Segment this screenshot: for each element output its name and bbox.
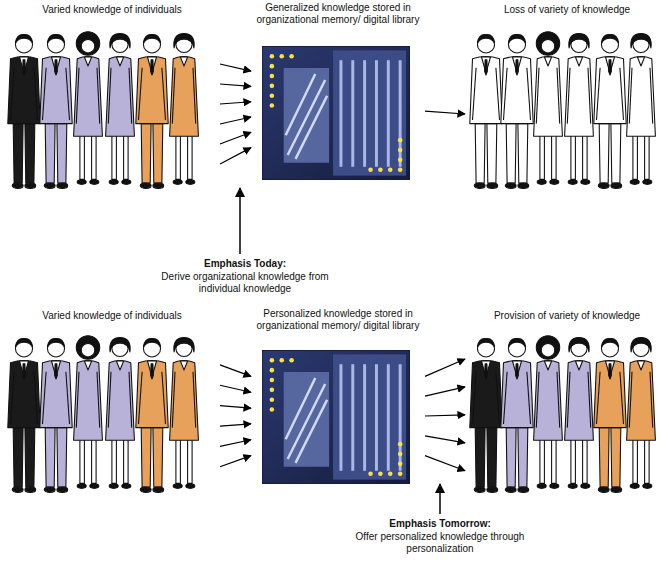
people-group: Provision of variety of knowledge bbox=[465, 310, 669, 506]
person-figure bbox=[534, 336, 563, 489]
person-figure bbox=[40, 338, 72, 492]
node-heading: Provision of variety of knowledge bbox=[465, 310, 669, 322]
person-figure bbox=[627, 34, 656, 185]
flow-arrow bbox=[220, 148, 251, 164]
person-figure bbox=[170, 34, 199, 185]
person-figure bbox=[170, 338, 199, 489]
people-figures bbox=[8, 32, 199, 189]
person-figure bbox=[501, 34, 533, 188]
person-figure bbox=[594, 338, 626, 492]
person-figure bbox=[74, 336, 103, 489]
emphasis-text: Derive organizational knowledge from ind… bbox=[140, 271, 350, 295]
callout-label: Derive organizational knowledge from ind… bbox=[140, 271, 350, 295]
flow-arrow bbox=[425, 359, 465, 376]
flow-arrow bbox=[220, 117, 251, 124]
person-figure bbox=[8, 34, 40, 188]
leader-arrow bbox=[439, 484, 441, 514]
person-figure bbox=[8, 338, 40, 492]
flow-arrow bbox=[220, 132, 251, 144]
flow-arrow bbox=[220, 365, 251, 377]
flow-arrow bbox=[220, 102, 251, 104]
library-image bbox=[262, 350, 410, 483]
emphasis-heading: Emphasis Today: bbox=[140, 258, 350, 270]
node-heading: Varied knowledge of individuals bbox=[4, 310, 220, 322]
flow-arrow bbox=[425, 436, 465, 443]
library-image bbox=[262, 46, 410, 179]
node-heading: Varied knowledge of individuals bbox=[4, 4, 220, 16]
node-heading: Generalized knowledge stored in organiza… bbox=[251, 2, 425, 26]
flow-arrow bbox=[220, 424, 251, 426]
flow-arrow bbox=[425, 111, 465, 114]
flow-arrow bbox=[220, 406, 251, 408]
people-group: Loss of variety of knowledge bbox=[465, 4, 669, 204]
callout-label: Offer personalized knowledge through per… bbox=[335, 531, 545, 555]
flow-arrow bbox=[220, 456, 251, 467]
flow-arrow bbox=[425, 456, 465, 471]
person-figure bbox=[470, 338, 502, 492]
person-figure bbox=[106, 34, 135, 185]
flow-arrow bbox=[220, 385, 251, 392]
callout-label: Emphasis Tomorrow: bbox=[335, 518, 545, 530]
people-group: Varied knowledge of individuals bbox=[4, 4, 220, 204]
person-figure bbox=[470, 34, 502, 188]
person-figure bbox=[501, 338, 533, 492]
person-figure bbox=[627, 338, 656, 489]
callout-label: Emphasis Today: bbox=[140, 258, 350, 270]
flow-arrow bbox=[425, 415, 465, 416]
people-group: Varied knowledge of individuals bbox=[4, 310, 220, 506]
flow-arrow bbox=[425, 387, 465, 396]
person-figure bbox=[40, 34, 72, 188]
emphasis-text: Offer personalized knowledge through per… bbox=[335, 531, 545, 555]
person-figure bbox=[565, 34, 594, 185]
flow-arrow bbox=[220, 64, 251, 71]
leader-arrow bbox=[239, 188, 241, 254]
flow-arrow bbox=[220, 84, 251, 86]
people-figures-outline bbox=[470, 32, 656, 189]
person-figure bbox=[136, 34, 168, 188]
person-figure bbox=[136, 338, 168, 492]
library-node: Generalized knowledge stored in organiza… bbox=[251, 2, 425, 184]
person-figure bbox=[106, 338, 135, 489]
library-node: Personalized knowledge stored in organiz… bbox=[251, 308, 425, 488]
node-heading: Loss of variety of knowledge bbox=[465, 4, 669, 16]
flow-arrow bbox=[220, 440, 251, 447]
person-figure bbox=[594, 34, 626, 188]
person-figure bbox=[565, 338, 594, 489]
node-heading: Personalized knowledge stored in organiz… bbox=[251, 308, 425, 332]
people-figures bbox=[470, 336, 656, 493]
person-figure bbox=[74, 32, 103, 185]
people-figures bbox=[8, 336, 199, 493]
person-figure bbox=[534, 32, 563, 185]
emphasis-heading: Emphasis Tomorrow: bbox=[335, 518, 545, 530]
